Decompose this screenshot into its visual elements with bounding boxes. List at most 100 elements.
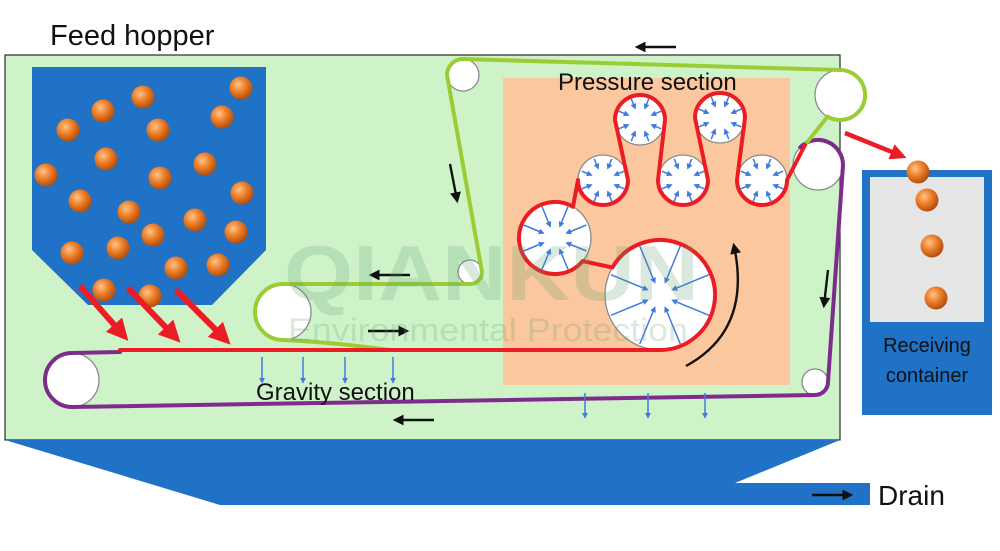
pressure-arrow-icon	[730, 121, 742, 128]
pressure-arrow-icon	[765, 190, 772, 202]
sludge-ball	[34, 163, 58, 187]
pressure-arrow-icon	[671, 274, 710, 291]
feed-arrows	[77, 284, 231, 345]
sludge-ball	[210, 105, 234, 129]
pressure-arrow-icon	[593, 190, 600, 202]
feed-arrow	[173, 287, 231, 345]
pressure-arrow-icon	[558, 248, 569, 270]
sludge-ball	[230, 181, 254, 205]
pressure-arrow-icon	[643, 130, 650, 142]
pressure-arrow-icon	[643, 98, 650, 110]
sludge-ball	[206, 253, 230, 277]
pressure-arrow-icon	[698, 108, 710, 115]
belt-direction-arrows	[368, 41, 854, 501]
cake-discharge-arrow	[844, 130, 907, 160]
pressure-arrow-icon	[686, 158, 693, 170]
sludge-ball	[91, 99, 115, 123]
pressure-arrow-icon	[610, 274, 649, 291]
pressure-arrow-icon	[772, 170, 784, 177]
pressure-arrow-icon	[630, 130, 637, 142]
rotation-arrow-icon	[685, 242, 742, 368]
pressure-arrow-icon	[565, 241, 587, 252]
pressure-arrow-icon	[664, 306, 681, 345]
sludge-ball	[106, 236, 130, 260]
sludge-ball	[224, 220, 248, 244]
pressure-arrow-icon	[618, 123, 630, 130]
pressure-arrow-icon	[650, 110, 662, 117]
pressure-arrow-icon	[710, 128, 717, 140]
pressure-arrow-icon	[565, 224, 587, 235]
pressure-arrow-icon	[618, 110, 630, 117]
pressure-arrow-icon	[772, 183, 784, 190]
sludge-ball	[94, 147, 118, 171]
pressure-arrow-icon	[710, 96, 717, 108]
sludge-ball	[193, 152, 217, 176]
sludge-ball	[68, 189, 92, 213]
pressure-arrow-icon	[740, 183, 752, 190]
pressure-arrows	[523, 96, 784, 345]
drain-label: Drain	[878, 480, 945, 511]
pressure-arrow-icon	[698, 121, 710, 128]
filtrate-drip-arrows	[259, 357, 708, 419]
sludge-ball	[229, 76, 253, 100]
pressure-arrow-icon	[765, 158, 772, 170]
pressure-arrow-icon	[664, 245, 681, 284]
arrow-down-right-icon	[448, 163, 461, 204]
sludge-ball	[164, 256, 188, 280]
pressure-arrow-icon	[606, 190, 613, 202]
pressure-arrow-icon	[523, 224, 545, 235]
sludge-ball	[183, 208, 207, 232]
pressure-arrow-icon	[523, 241, 545, 252]
cake-ball	[915, 188, 939, 212]
pressure-arrow-icon	[610, 299, 649, 316]
pressure-arrow-icon	[673, 190, 680, 202]
receiving-container-label-line1: Receiving	[883, 335, 971, 357]
sludge-ball	[146, 118, 170, 142]
pressure-arrow-icon	[630, 98, 637, 110]
sludge-ball	[60, 241, 84, 265]
drain-basin	[5, 440, 870, 505]
feed-arrow	[125, 285, 181, 343]
pressure-arrow-icon	[686, 190, 693, 202]
pressure-arrow-icon	[752, 190, 759, 202]
rollers	[44, 58, 866, 408]
pressure-arrow-icon	[613, 183, 625, 190]
feed-hopper	[32, 67, 266, 305]
pressure-arrow-icon	[613, 170, 625, 177]
pressure-arrow-icon	[558, 206, 569, 228]
hopper-sludge	[34, 76, 254, 308]
sludge-ball	[56, 118, 80, 142]
pressure-arrow-icon	[730, 108, 742, 115]
receiving-container-label-line2: container	[886, 365, 969, 387]
cake-ball	[920, 234, 944, 258]
pressure-arrow-icon	[723, 96, 730, 108]
purple-belt	[43, 137, 846, 409]
sludge-ball	[117, 200, 141, 224]
pressure-arrow-icon	[673, 158, 680, 170]
green-belt	[253, 57, 868, 352]
pressure-arrow-icon	[541, 248, 552, 270]
gravity-section-label: Gravity section	[256, 379, 415, 406]
pressure-arrow-icon	[639, 306, 656, 345]
pressure-section-label: Pressure section	[558, 69, 737, 96]
pressure-arrow-icon	[693, 183, 705, 190]
pressure-arrow-icon	[661, 183, 673, 190]
cake-ball	[906, 160, 930, 184]
sludge-ball	[148, 166, 172, 190]
arrow-down-icon	[819, 269, 831, 309]
sludge-ball	[141, 223, 165, 247]
pressure-arrow-icon	[593, 158, 600, 170]
sludge-ball	[92, 278, 116, 302]
cake-ball	[924, 286, 948, 310]
labels: Feed hopper Pressure section Gravity sec…	[50, 20, 971, 511]
sludge-ball	[131, 85, 155, 109]
pressure-arrow-icon	[671, 299, 710, 316]
pressure-arrow-icon	[740, 170, 752, 177]
pressure-arrow-icon	[693, 170, 705, 177]
pressure-arrow-icon	[639, 245, 656, 284]
pressure-arrow-icon	[541, 206, 552, 228]
pressure-arrow-icon	[581, 170, 593, 177]
pressure-arrow-icon	[723, 128, 730, 140]
discharged-cake	[906, 160, 948, 310]
